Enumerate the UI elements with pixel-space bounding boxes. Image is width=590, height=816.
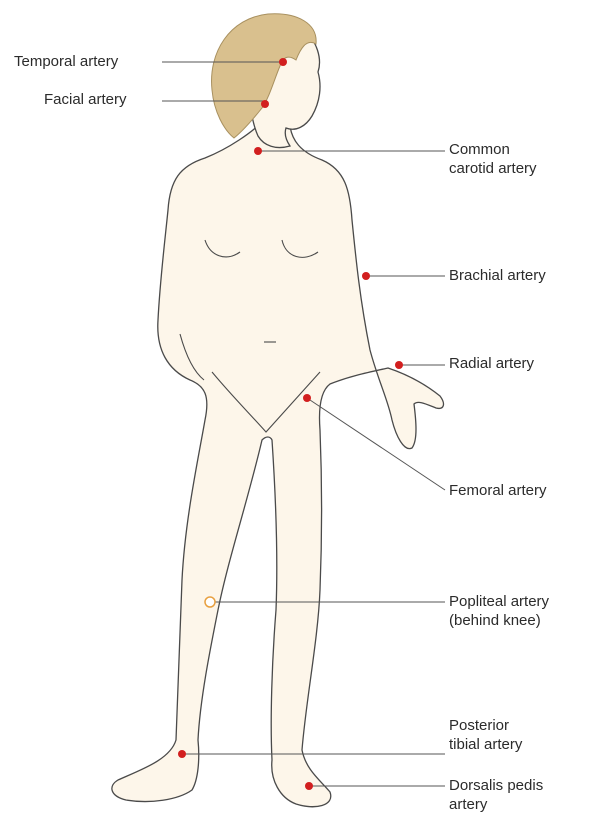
pulse-point-tibial — [178, 750, 186, 758]
label-temporal-artery: Temporal artery — [14, 52, 118, 71]
label-radial-artery: Radial artery — [449, 354, 534, 373]
label-popliteal-line1: Popliteal artery — [449, 592, 549, 611]
label-brachial-artery: Brachial artery — [449, 266, 546, 285]
leader-femoral — [307, 398, 445, 490]
pulse-point-femoral — [303, 394, 311, 402]
label-femoral-artery: Femoral artery — [449, 481, 547, 500]
label-tibial-line2: tibial artery — [449, 735, 522, 754]
label-dorsalis-line2: artery — [449, 795, 543, 814]
label-dorsalis-line1: Dorsalis pedis — [449, 776, 543, 795]
label-carotid-line1: Common — [449, 140, 537, 159]
pulse-point-popliteal — [205, 597, 215, 607]
label-carotid-line2: carotid artery — [449, 159, 537, 178]
label-posterior-tibial-artery: Posterior tibial artery — [449, 716, 522, 754]
label-tibial-line1: Posterior — [449, 716, 522, 735]
label-dorsalis-pedis-artery: Dorsalis pedis artery — [449, 776, 543, 814]
label-common-carotid-artery: Common carotid artery — [449, 140, 537, 178]
pulse-point-facial — [261, 100, 269, 108]
label-popliteal-line2: (behind knee) — [449, 611, 549, 630]
body-outline — [112, 122, 444, 807]
pulse-point-carotid — [254, 147, 262, 155]
pulse-point-temporal — [279, 58, 287, 66]
pulse-point-dorsalis — [305, 782, 313, 790]
label-facial-artery: Facial artery — [44, 90, 127, 109]
pulse-point-radial — [395, 361, 403, 369]
pulse-point-brachial — [362, 272, 370, 280]
label-popliteal-artery: Popliteal artery (behind knee) — [449, 592, 549, 630]
